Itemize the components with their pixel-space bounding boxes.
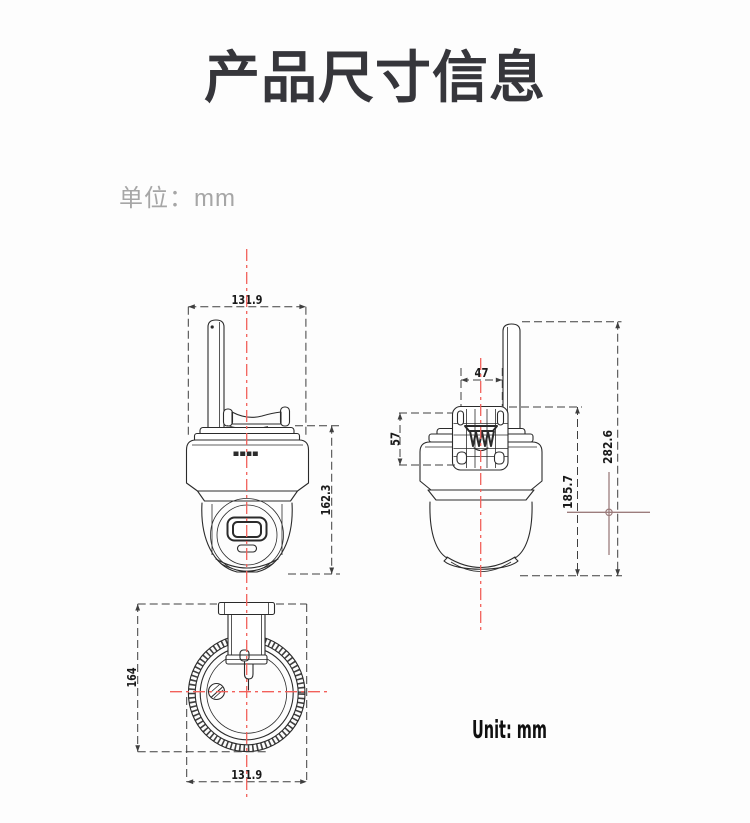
bottom-view: 164 131.9 bbox=[124, 601, 308, 785]
side-body-height-dim: 185.7 bbox=[560, 475, 575, 509]
side-view: 47 57 185.7 282.6 bbox=[388, 321, 650, 577]
bottom-cable-hole bbox=[239, 649, 250, 662]
bracket-screw-slot bbox=[456, 410, 465, 426]
page-title: 产品尺寸信息 bbox=[204, 46, 546, 109]
front-view: 131.9 162.3 bbox=[185, 292, 340, 575]
front-pan-ring bbox=[196, 490, 299, 502]
front-view-camera-outline bbox=[185, 319, 310, 573]
bottom-depth-dim: 164 bbox=[124, 667, 139, 687]
unit-label: 单位：mm bbox=[119, 185, 236, 212]
side-total-height-dim: 282.6 bbox=[600, 430, 615, 464]
bracket-screw-slot bbox=[496, 410, 505, 426]
side-view-dimensions: 47 57 185.7 282.6 bbox=[388, 321, 622, 577]
bottom-width-dim: 131.9 bbox=[231, 767, 262, 782]
bracket-screw-slot bbox=[493, 451, 505, 465]
front-vent-slots bbox=[233, 451, 258, 456]
front-antenna bbox=[207, 319, 225, 433]
centerlines bbox=[170, 249, 482, 799]
side-bracket-height-dim: 57 bbox=[388, 432, 403, 446]
front-height-dim: 162.3 bbox=[318, 485, 333, 516]
datum-target bbox=[567, 472, 650, 555]
unit-note: Unit: mm bbox=[472, 715, 547, 744]
bracket-screw-slot bbox=[456, 451, 468, 465]
bottom-knurl bbox=[188, 634, 306, 752]
side-bracket-width-dim: 47 bbox=[475, 365, 489, 380]
bottom-safety-hook bbox=[243, 661, 254, 691]
side-pan-ring bbox=[427, 489, 535, 501]
